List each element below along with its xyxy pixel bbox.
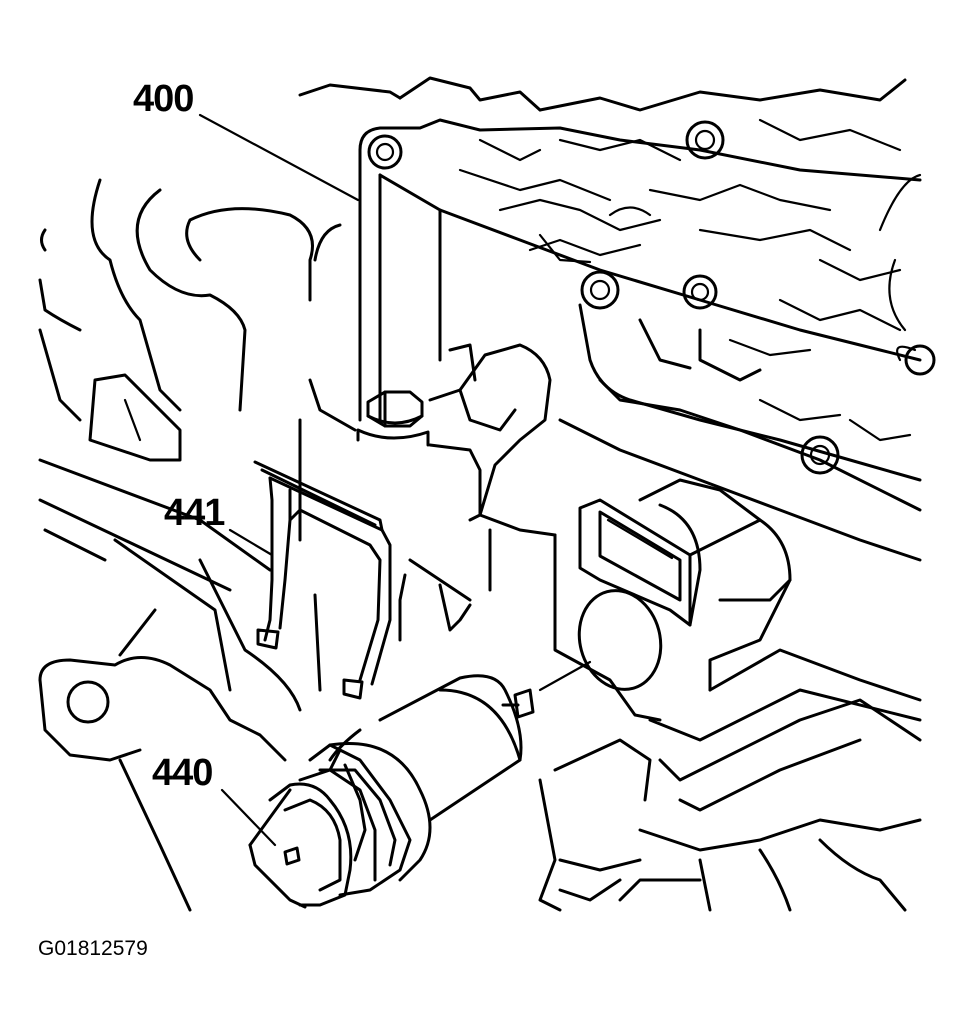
leader-sensor-bore xyxy=(538,660,592,692)
retainer-clip xyxy=(253,460,392,700)
transmission-case xyxy=(38,178,357,712)
callout-label-400: 400 xyxy=(133,78,194,120)
callout-label-441: 441 xyxy=(164,492,225,534)
figure-id: G01812579 xyxy=(38,937,148,960)
valve-body xyxy=(298,76,936,562)
leader-lines xyxy=(198,113,592,847)
leader-441 xyxy=(228,528,274,557)
leader-400 xyxy=(198,113,360,202)
leader-440 xyxy=(220,788,277,847)
speed-sensor xyxy=(248,674,535,909)
callout-label-440: 440 xyxy=(152,752,213,794)
bolt xyxy=(356,390,430,447)
lower-case xyxy=(538,648,922,912)
mounting-boss xyxy=(38,656,287,912)
sensor-bore-housing xyxy=(313,343,792,722)
